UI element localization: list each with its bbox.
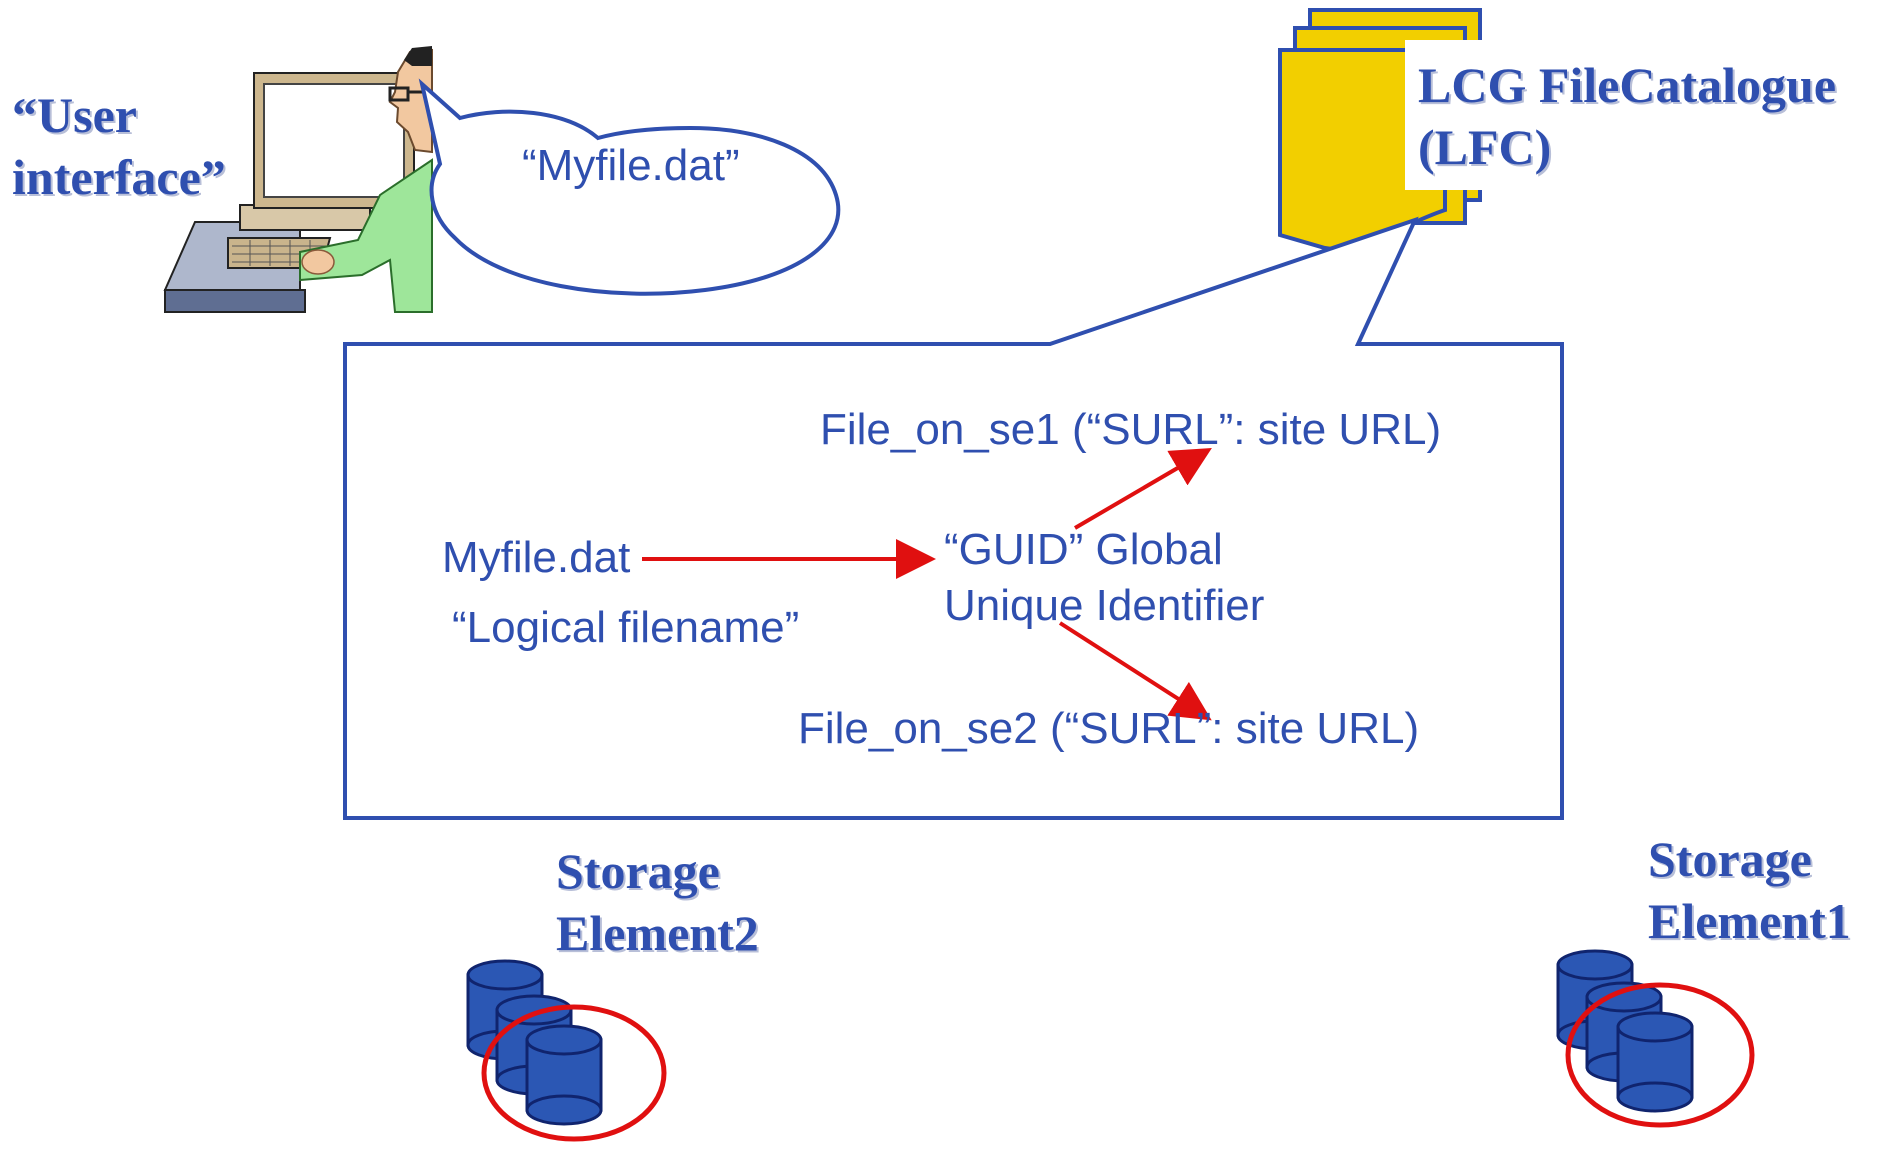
- storage-element2-label-line1: Storage: [556, 843, 720, 899]
- speech-bubble-text: “Myfile.dat”: [522, 141, 740, 190]
- user-interface-label-line1: “User: [12, 87, 137, 143]
- catalogue-callout-box: [343, 216, 1564, 820]
- arrow-guid-to-se2: [1058, 621, 1212, 721]
- storage-element1-highlight: [1565, 982, 1755, 1128]
- lfn-caption: “Logical filename”: [452, 603, 800, 652]
- guid-text-line2: Unique Identifier: [944, 581, 1265, 630]
- user-interface-label-line2: interface”: [12, 149, 226, 205]
- storage-element2-label: Storage Element2: [556, 840, 759, 964]
- catalogue-label: LCG FileCatalogue (LFC): [1418, 54, 1836, 178]
- storage-element1-label-line2: Element1: [1648, 893, 1851, 949]
- storage-element1-label-line1: Storage: [1648, 831, 1812, 887]
- catalogue-label-line1: LCG FileCatalogue: [1418, 57, 1837, 113]
- guid-text: “GUID” Global Unique Identifier: [944, 522, 1264, 634]
- arrow-guid-to-se1: [1073, 447, 1212, 530]
- surl2-text: File_on_se2 (“SURL”: site URL): [798, 704, 1420, 753]
- storage-element2-label-line2: Element2: [556, 905, 759, 961]
- user-interface-label: “User interface”: [12, 84, 226, 208]
- surl1-text: File_on_se1 (“SURL”: site URL): [820, 405, 1442, 454]
- speech-bubble: [418, 78, 841, 296]
- catalogue-label-line2: (LFC): [1418, 119, 1552, 175]
- folder-stack-icon: [1278, 8, 1875, 252]
- storage-element2-highlight: [481, 1004, 667, 1142]
- lfn-text: Myfile.dat: [442, 533, 631, 582]
- storage-element1-label: Storage Element1: [1648, 828, 1851, 952]
- user-computer-icon: [163, 46, 433, 313]
- storage-element2-disks-icon: [466, 959, 603, 1126]
- guid-text-line1: “GUID” Global: [944, 525, 1223, 574]
